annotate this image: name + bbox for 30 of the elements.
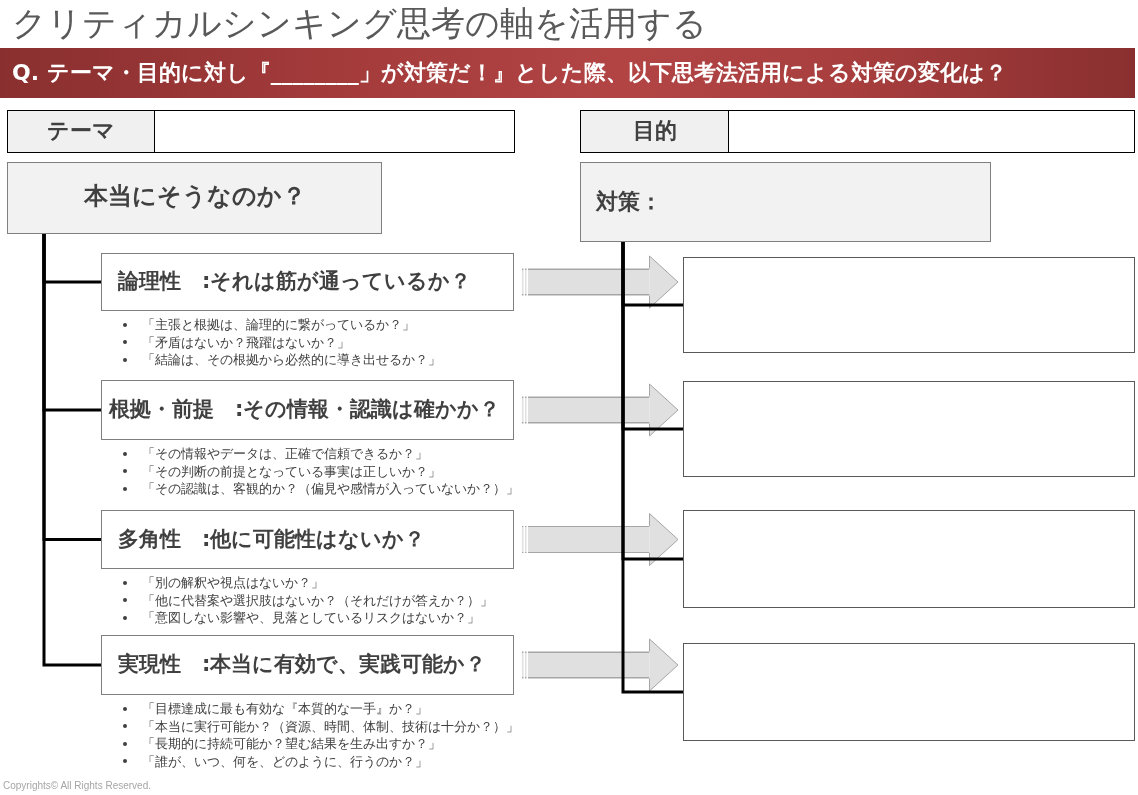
criteria-box: 多角性 :他に可能性はないか？ (101, 510, 514, 569)
answer-box (683, 381, 1135, 477)
list-item: 「その認識は、客観的か？（偏見や感情が入っていないか？）」 (142, 480, 519, 498)
list-item: 「目標達成に最も有効な『本質的な一手』か？」 (142, 700, 428, 718)
question-banner: Q. テーマ・目的に対し『________」が対策だ！』とした際、以下思考法活用による対策の変化は？ (0, 48, 1135, 98)
title: クリティカルシンキング思考の軸を活用する (12, 3, 707, 43)
criteria-box: 実現性 :本当に有効で、実践可能か？ (101, 635, 514, 695)
label-cell: 目的 (580, 110, 729, 153)
heading-box: 対策： (580, 162, 991, 242)
connector-line (621, 242, 683, 694)
list-item: 「本当に実行可能か？（資源、時間、体制、技術は十分か？）」 (142, 717, 519, 735)
answer-box (683, 257, 1135, 353)
label-cell: テーマ (7, 110, 155, 153)
answer-box (683, 510, 1135, 608)
copyright-text: Copyrights© All Rights Reserved. (3, 780, 151, 792)
list-item: 「その判断の前提となっている事実は正しいか？」 (142, 462, 441, 480)
connector-line (42, 234, 101, 667)
answer-box (683, 643, 1135, 741)
list-item: 「矛盾はないか？飛躍はないか？」 (142, 333, 350, 351)
criteria-box: 根拠・前提 :その情報・認識は確かか？ (101, 380, 514, 440)
list-item: 「他に代替案や選択肢はないか？（それだけが答えか？）」 (142, 591, 493, 609)
criteria-box: 論理性 :それは筋が通っているか？ (101, 253, 514, 311)
list-item: 「結論は、その根拠から必然的に導き出せるか？」 (142, 351, 441, 369)
list-item: 「意図しない影響や、見落としているリスクはないか？」 (142, 609, 480, 627)
list-item: 「誰が、いつ、何を、どのように、行うのか？」 (142, 752, 428, 770)
list-item: 「別の解釈や視点はないか？」 (142, 574, 324, 592)
list-item: 「主張と根拠は、論理的に繋がっているか？」 (142, 316, 415, 334)
list-item: 「長期的に持続可能か？望む結果を生み出すか？」 (142, 735, 441, 753)
heading-box: 本当にそうなのか？ (7, 162, 382, 234)
list-item: 「その情報やデータは、正確で信頼できるか？」 (142, 445, 428, 463)
